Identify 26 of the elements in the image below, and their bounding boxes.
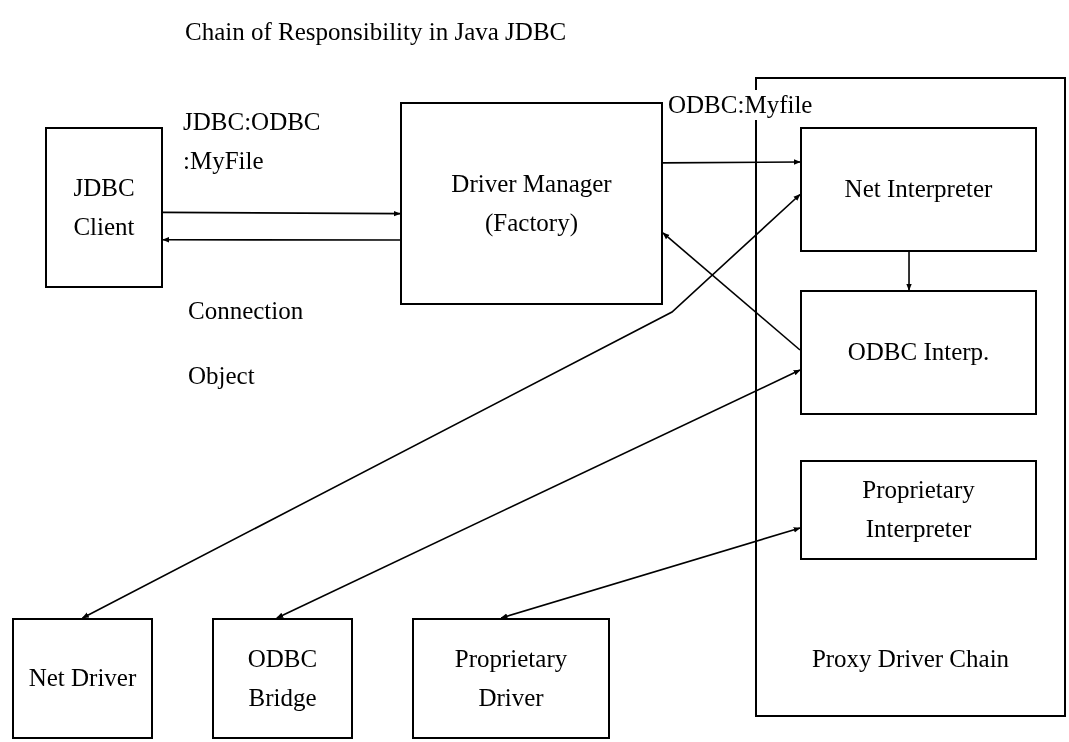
node-label: Proprietary Interpreter [861,475,976,544]
arrow [500,527,801,619]
node-label: JDBC Client [72,172,136,242]
process-box [800,127,1037,252]
node-label: Driver Manager (Factory) [450,168,613,239]
process-box [45,127,163,288]
diagram-title: Chain of Responsibility in Java JDBC [185,18,567,46]
node-label: ODBC Interp. [847,337,990,368]
arrow [162,236,401,243]
arrow [276,369,801,619]
node-label: Proxy Driver Chain [811,644,1010,675]
arrow [162,210,401,217]
process-box [400,102,663,305]
process-box [212,618,353,739]
process-box [800,290,1037,415]
node-label: ODBC Bridge [246,643,319,713]
arrow [662,159,801,165]
node-label: Proprietary Driver [453,643,569,713]
node-label: Net Driver [28,663,137,694]
process-box [800,460,1037,560]
process-box [412,618,610,739]
arrow [81,193,801,619]
arrow [906,251,912,291]
node-label: Net Interpreter [844,174,993,205]
arrow [662,232,801,351]
process-box [12,618,153,739]
